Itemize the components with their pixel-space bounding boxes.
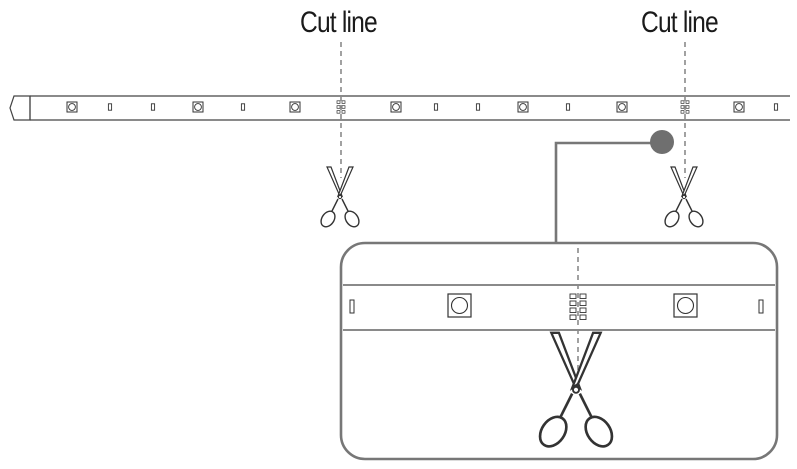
led-chip-icon xyxy=(616,101,628,113)
scissors-icon xyxy=(661,166,707,231)
led-chip-icon xyxy=(289,101,301,113)
led-strip xyxy=(9,95,790,121)
callout-connector xyxy=(554,141,662,243)
led-chip-icon xyxy=(517,101,529,113)
resistor-icon xyxy=(349,299,355,314)
resistor-icon xyxy=(758,299,764,314)
strip-end-cap xyxy=(9,95,31,121)
resistor-icon xyxy=(773,103,779,111)
led-chip-icon xyxy=(66,101,78,113)
resistor-icon xyxy=(433,103,439,111)
cut-line-label-right: Cut line xyxy=(641,6,719,39)
cut-line-label-left: Cut line xyxy=(300,6,378,39)
cut-pads-icon xyxy=(569,293,587,320)
led-chip-icon xyxy=(673,293,698,318)
resistor-icon xyxy=(150,103,156,111)
zoom-callout xyxy=(339,241,779,461)
resistor-icon xyxy=(565,103,571,111)
led-chip-icon xyxy=(192,101,204,113)
led-chip-icon xyxy=(390,101,402,113)
scissors-icon xyxy=(317,166,363,231)
resistor-icon xyxy=(240,103,246,111)
dot-connector-icon xyxy=(650,130,674,154)
resistor-icon xyxy=(475,103,481,111)
resistor-icon xyxy=(107,103,113,111)
led-chip-icon xyxy=(447,293,472,318)
led-chip-icon xyxy=(733,101,745,113)
